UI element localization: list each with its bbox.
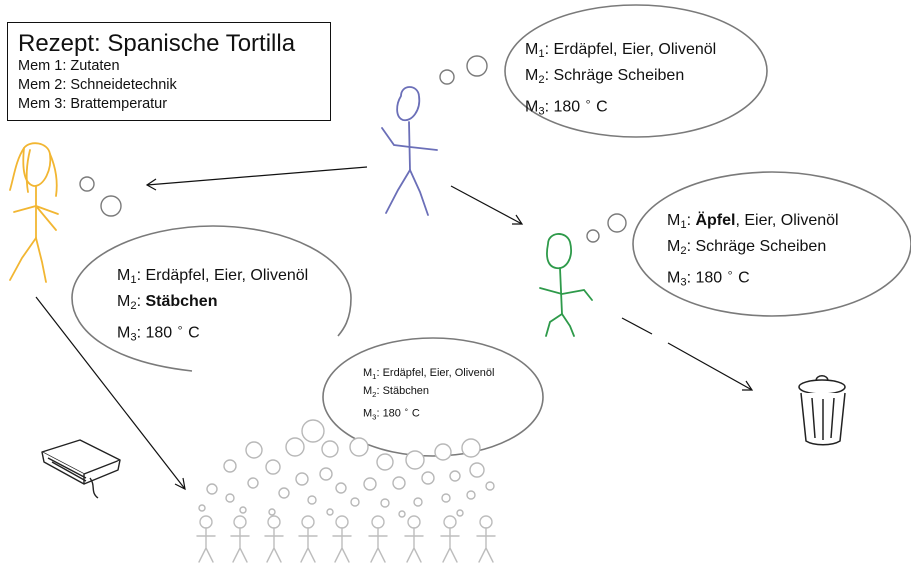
crowd-bubble-text: M1: Erdäpfel, Eier, Olivenöl M2: Stäbche… <box>363 366 494 425</box>
green-thought-bubble <box>632 171 911 317</box>
recipe-box: Rezept: Spanische Tortilla Mem 1: Zutate… <box>7 22 331 121</box>
blue-thought-dot <box>466 55 488 77</box>
arrowhead <box>742 380 754 391</box>
crowd-thought-dots <box>198 419 495 518</box>
arrow-blue-to-yellow <box>146 166 368 186</box>
crowd-thought-bubble <box>322 337 544 457</box>
yellow-thought-bubble <box>71 225 352 372</box>
arrowhead <box>145 178 157 191</box>
green-m1: M1: Äpfel, Eier, Olivenöl <box>667 212 839 231</box>
yellow-thought-dot <box>100 195 122 217</box>
blue-m1: M1: Erdäpfel, Eier, Olivenöl <box>525 41 717 60</box>
crowd-person <box>196 515 216 563</box>
arrow-green-to-trash <box>621 317 753 391</box>
crowd-m2: M2: Stäbchen <box>363 385 430 399</box>
arrows <box>35 166 754 491</box>
crowd-person <box>298 515 318 563</box>
crowd-person <box>440 515 460 563</box>
green-bubble-text: M1: Äpfel, Eier, Olivenöl M2: Schräge Sc… <box>667 210 839 293</box>
green-thought-dot <box>607 213 627 233</box>
crowd-person <box>332 515 352 563</box>
blue-m3: M3: 180 ∘ C <box>525 96 608 118</box>
blue-thought-bubble <box>504 4 768 138</box>
crowd-person <box>264 515 284 563</box>
crowd-person <box>476 515 496 563</box>
blue-person <box>381 86 438 216</box>
yellow-person <box>9 142 59 283</box>
recipe-item-1: Mem 1: Zutaten <box>18 58 120 74</box>
blue-thought-dot <box>439 69 455 85</box>
blue-bubble-text: M1: Erdäpfel, Eier, Olivenöl M2: Schräge… <box>525 39 716 122</box>
book-icon <box>41 439 121 499</box>
green-person <box>539 233 593 337</box>
crowd-person <box>404 515 424 563</box>
trash-can-icon <box>798 375 846 446</box>
green-m2: M2: Schräge Scheiben <box>667 238 827 257</box>
arrow-blue-to-green <box>450 185 523 225</box>
crowd-m1: M1: Erdäpfel, Eier, Olivenöl <box>363 367 495 381</box>
green-m3: M3: 180 ∘ C <box>667 267 750 289</box>
arrowhead <box>512 214 524 225</box>
blue-m2: M2: Schräge Scheiben <box>525 67 685 86</box>
yellow-bubble-text: M1: Erdäpfel, Eier, Olivenöl M2: Stäbche… <box>117 265 308 348</box>
yellow-thought-dot <box>79 176 95 192</box>
arrowhead <box>174 477 186 491</box>
crowd-m3: M3: 180 ∘ C <box>363 405 420 422</box>
yellow-m1: M1: Erdäpfel, Eier, Olivenöl <box>117 267 309 286</box>
recipe-title: Rezept: Spanische Tortilla <box>18 30 296 57</box>
recipe-item-3: Mem 3: Brattemperatur <box>18 96 168 112</box>
yellow-m2: M2: Stäbchen <box>117 293 218 312</box>
green-thought-dot <box>586 229 600 243</box>
crowd-person <box>368 515 388 563</box>
recipe-item-2: Mem 2: Schneidetechnik <box>18 77 177 93</box>
arrow-yellow-to-crowd <box>35 296 186 490</box>
crowd <box>196 515 496 563</box>
crowd-person <box>230 515 250 563</box>
yellow-m3: M3: 180 ∘ C <box>117 322 200 344</box>
